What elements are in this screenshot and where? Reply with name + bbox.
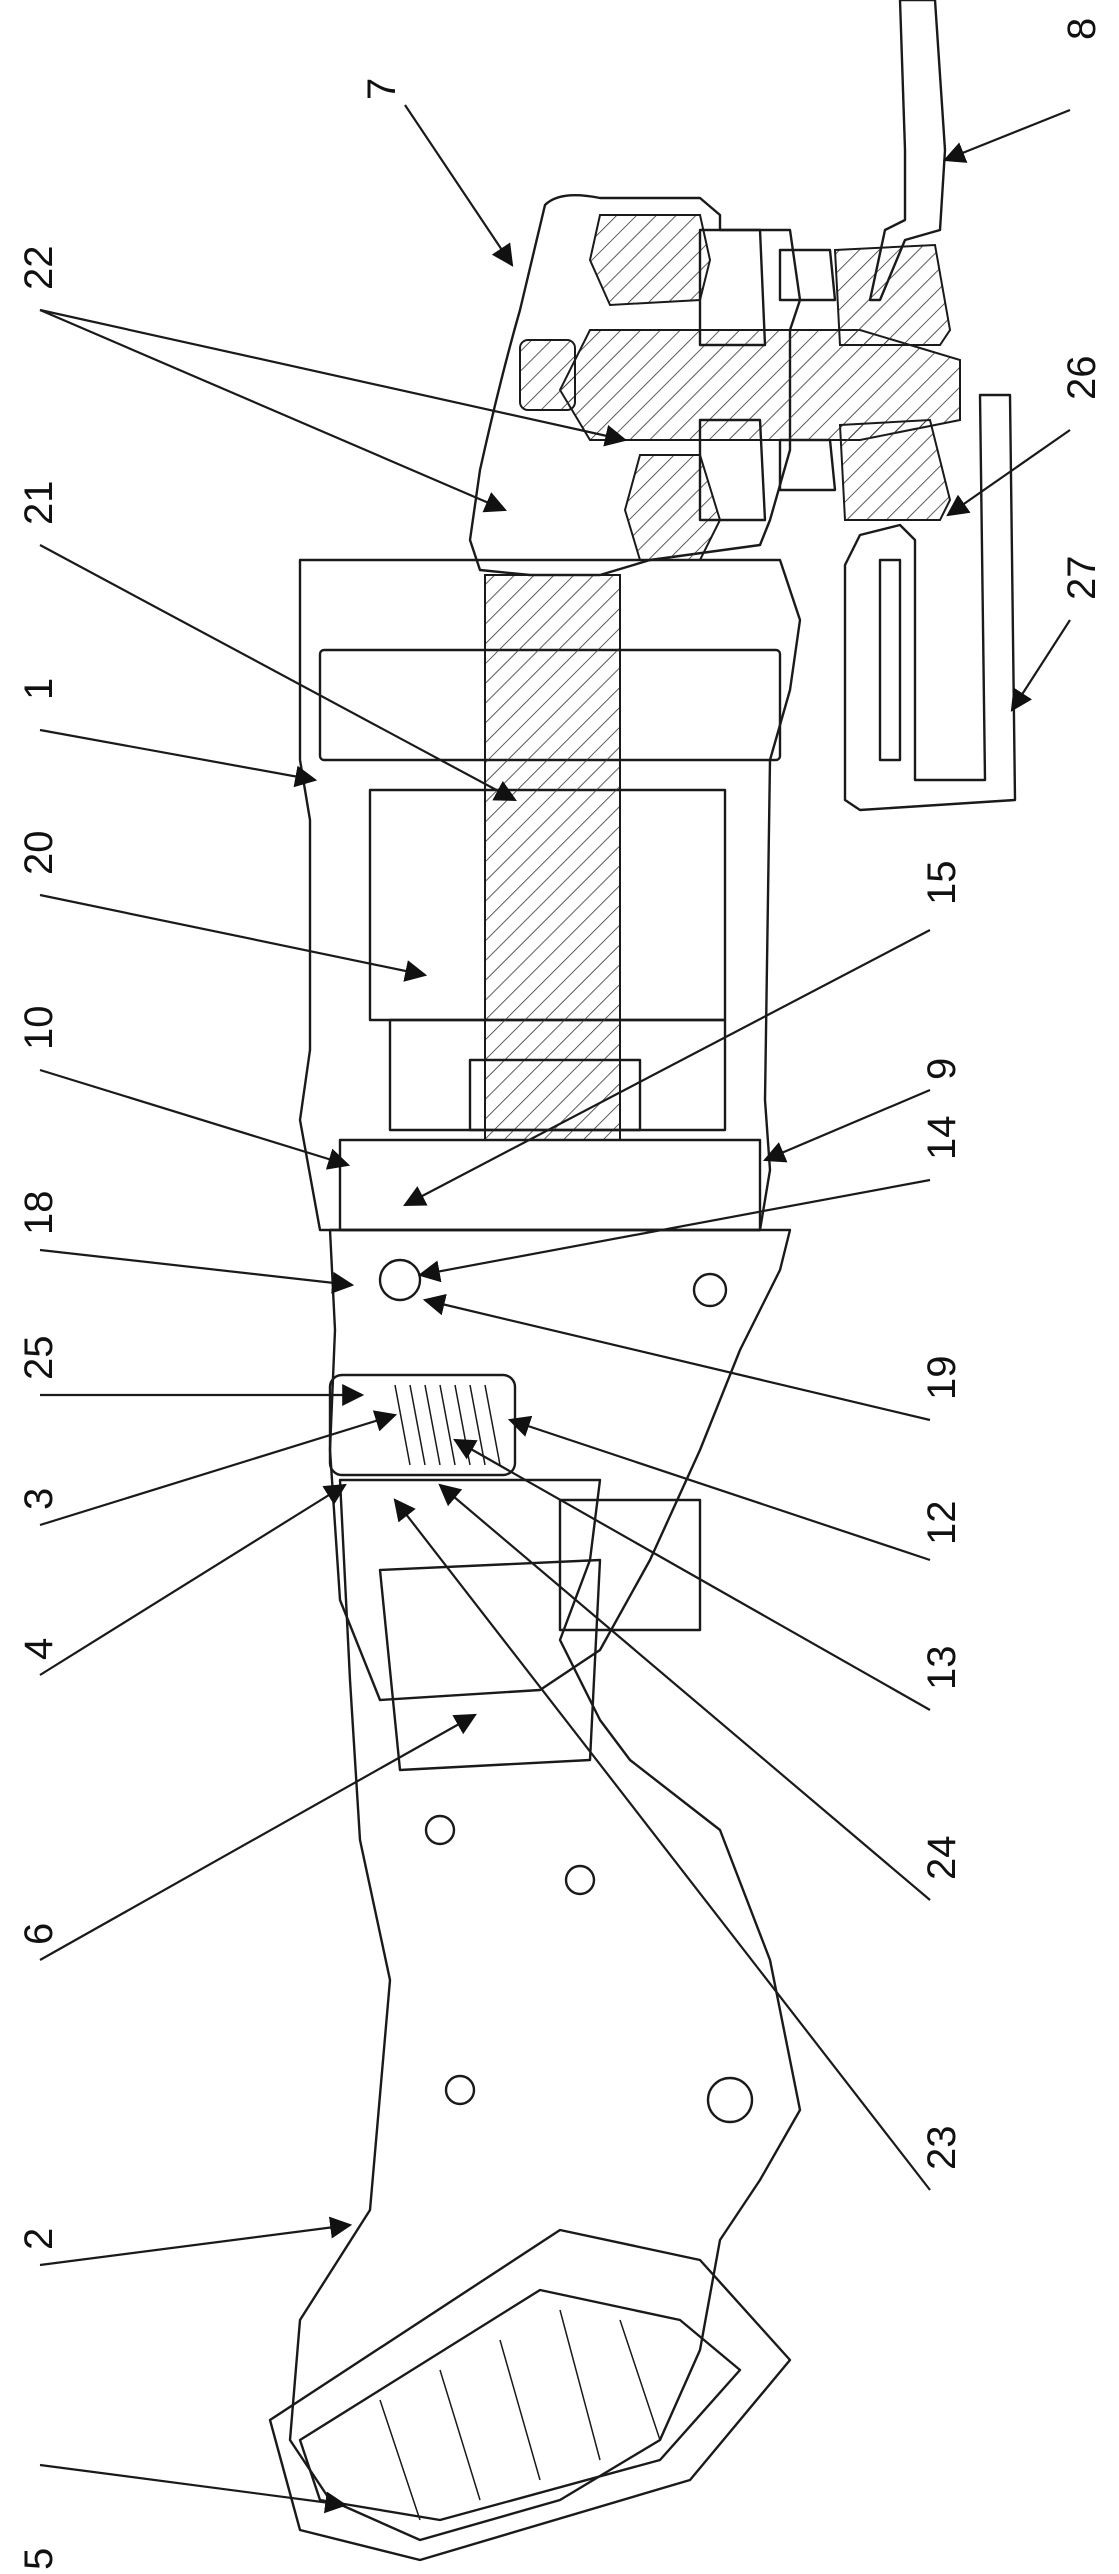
spring [394,1384,501,1466]
leader-14 [417,1178,931,1283]
label-15: 15 [920,861,964,906]
leader-22b [39,308,508,513]
leader-18 [39,1248,355,1294]
leader-5 [39,2463,348,2514]
leader-1 [39,728,318,788]
leader-27 [1010,619,1071,712]
leader-6 [39,1713,477,1961]
switch-mechanism [328,1228,792,1702]
leader-7 [404,104,514,267]
label-22: 22 [17,246,61,291]
label-23: 23 [920,2126,964,2171]
leader-20 [39,893,428,982]
label-2: 2 [17,2228,61,2250]
leader-3 [39,1410,398,1527]
leader-15 [403,929,931,1207]
label-27: 27 [1060,556,1104,601]
label-13: 13 [920,1646,964,1691]
label-3: 3 [17,1488,61,1510]
label-1: 1 [17,678,61,700]
leader-22a [39,308,628,447]
blade-assembly [833,0,1017,812]
label-20: 20 [17,831,61,876]
label-5: 5 [17,2548,61,2570]
label-4: 4 [17,1638,61,1660]
leader-21 [39,544,517,802]
label-26: 26 [1060,356,1104,401]
labels-right: 7 8 26 27 15 9 14 19 12 13 24 23 [360,18,1104,2170]
leader-13 [453,1438,931,1711]
label-14: 14 [920,1116,964,1161]
labels-left: 22 21 1 20 10 18 25 3 4 6 2 5 [17,246,61,2571]
leader-4 [39,1483,347,1676]
leader-8 [942,108,1071,163]
label-8: 8 [1060,18,1104,40]
label-25: 25 [17,1336,61,1381]
motor-housing [298,558,802,1232]
label-21: 21 [17,481,61,526]
leader-24 [438,1483,931,1901]
label-6: 6 [17,1923,61,1945]
label-9: 9 [920,1058,964,1080]
label-19: 19 [920,1356,964,1401]
label-10: 10 [17,1006,61,1051]
leader-10 [39,1068,351,1170]
label-18: 18 [17,1191,61,1236]
leader-23 [393,1498,931,2191]
label-12: 12 [920,1501,964,1546]
leader-lines [39,104,1071,2514]
head-housing [468,194,961,577]
handle-body [288,1478,802,2542]
label-24: 24 [920,1836,964,1881]
leader-19 [422,1293,931,1422]
leader-26 [946,429,1071,517]
leader-12 [507,1415,931,1562]
leader-9 [762,1088,931,1163]
label-7: 7 [360,78,404,100]
leader-2 [39,2216,353,2267]
